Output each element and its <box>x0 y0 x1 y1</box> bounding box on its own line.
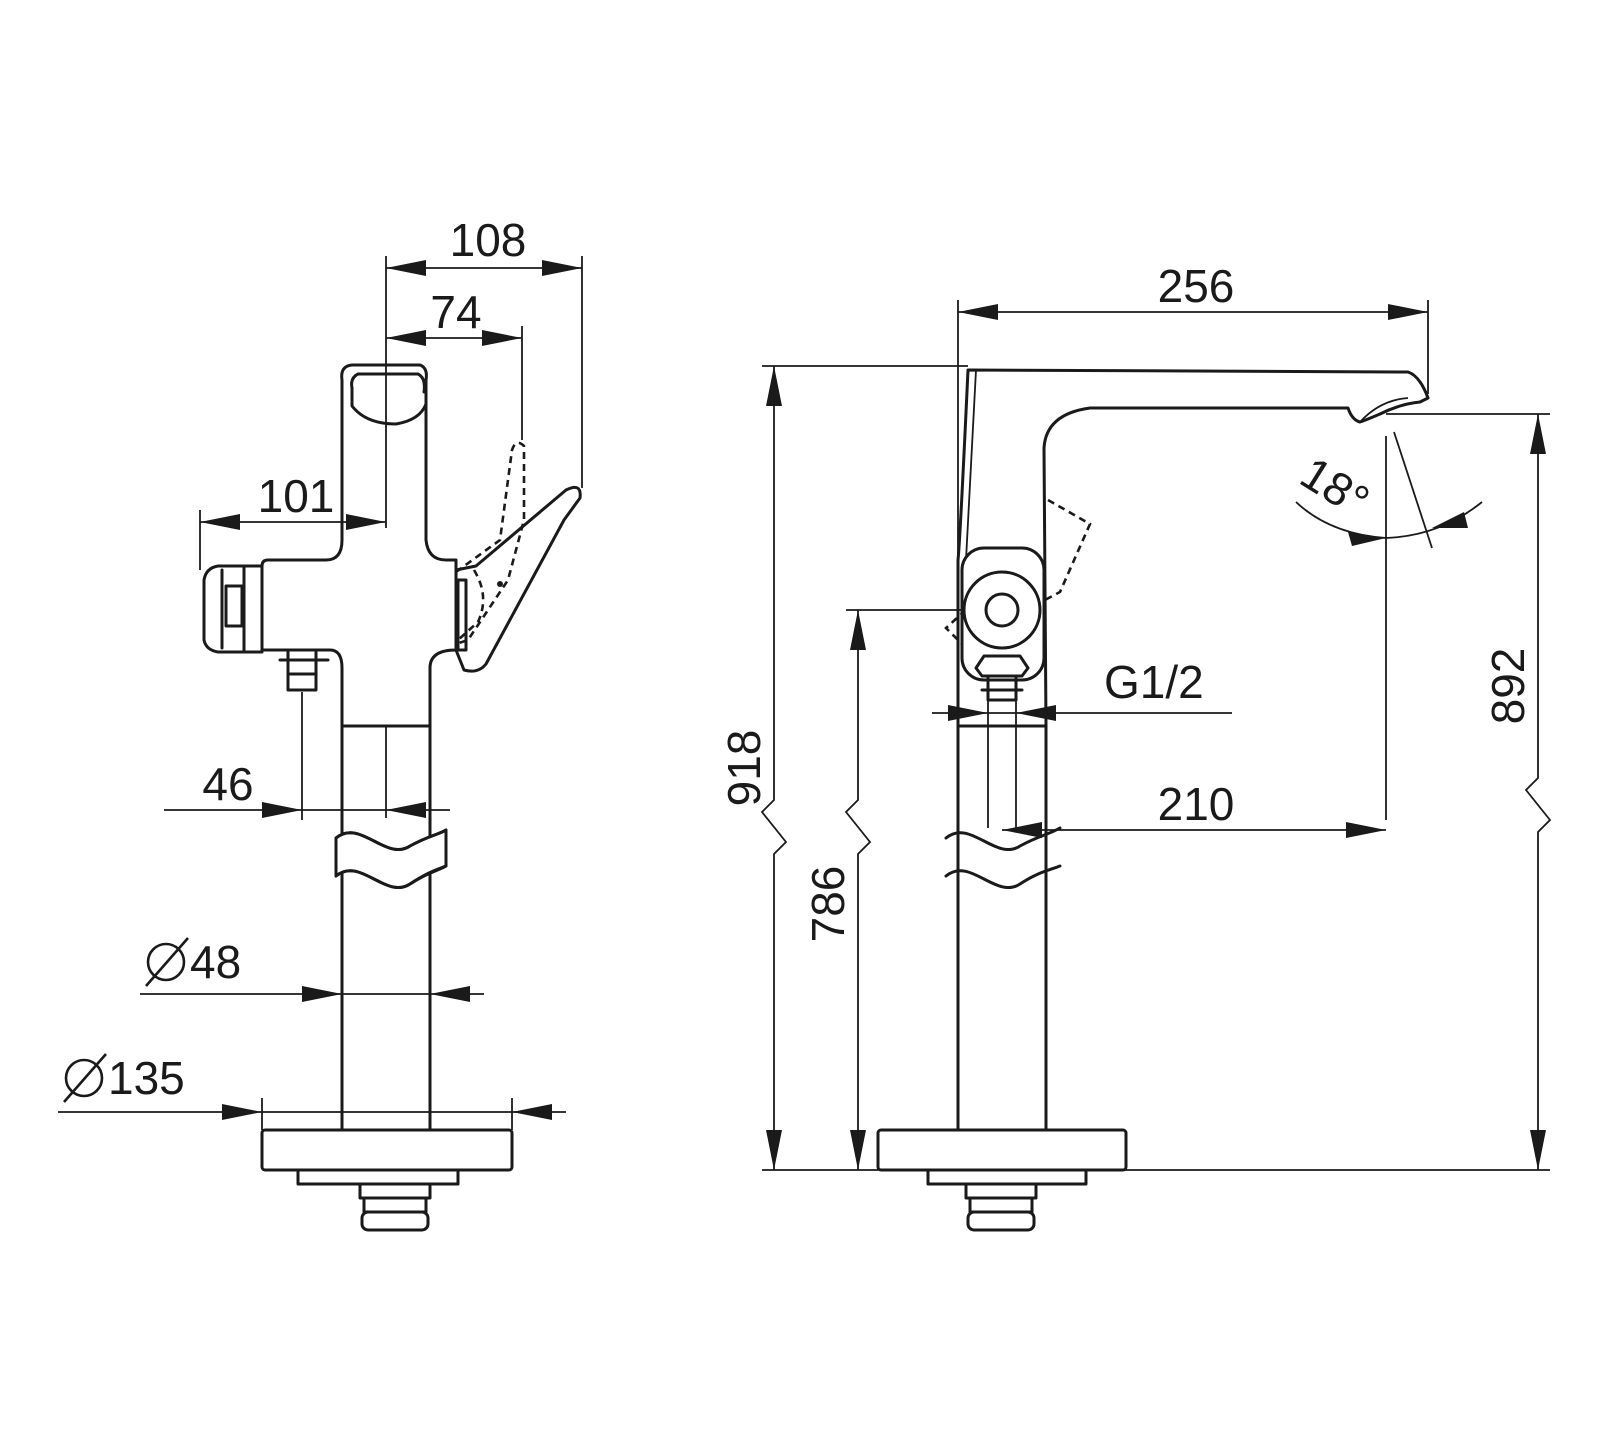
dimension-74: 74 <box>386 286 523 440</box>
dim-892-label: 892 <box>1482 648 1534 725</box>
side-body <box>202 363 458 728</box>
dim-786-label: 786 <box>802 866 854 943</box>
dim-108-label: 108 <box>450 214 527 266</box>
dimension-892: 892 <box>1386 413 1552 1170</box>
dim-74-label: 74 <box>430 286 481 338</box>
dim-46-label: 46 <box>202 758 253 810</box>
dimension-256: 256 <box>957 260 1429 560</box>
dim-256-label: 256 <box>1158 260 1235 312</box>
diameter-symbol-icon <box>63 1053 107 1103</box>
dimension-angle-18: 18° <box>1292 431 1483 820</box>
side-view: 108 74 101 46 <box>58 214 583 1232</box>
dimension-diameter-48: 48 <box>140 936 484 1002</box>
dim-d48-label: 48 <box>190 936 241 988</box>
diameter-symbol-icon <box>145 937 189 987</box>
dim-210-label: 210 <box>1158 778 1235 830</box>
thread-label: G1/2 <box>1104 656 1204 708</box>
dimension-108: 108 <box>385 214 583 488</box>
dimension-46: 46 <box>164 692 450 820</box>
angle-18-label: 18° <box>1292 446 1379 527</box>
side-column <box>334 724 448 1132</box>
dim-918-label: 918 <box>718 730 770 807</box>
dim-d135-label: 135 <box>108 1052 185 1104</box>
front-view: 256 18° G1/2 210 <box>718 260 1552 1232</box>
dimension-diameter-135: 135 <box>58 1052 566 1130</box>
front-column <box>944 724 1062 1132</box>
dimension-101: 101 <box>199 470 386 570</box>
dimension-thread-g12: G1/2 <box>932 656 1232 828</box>
dimension-786: 786 <box>802 609 964 1170</box>
side-base <box>260 1128 514 1232</box>
front-base <box>876 1128 1128 1232</box>
dimension-210: 210 <box>1002 778 1386 838</box>
dimension-918: 918 <box>718 365 1550 1171</box>
dim-101-label: 101 <box>258 470 335 522</box>
front-spout <box>956 368 1430 728</box>
side-handle <box>454 441 582 673</box>
